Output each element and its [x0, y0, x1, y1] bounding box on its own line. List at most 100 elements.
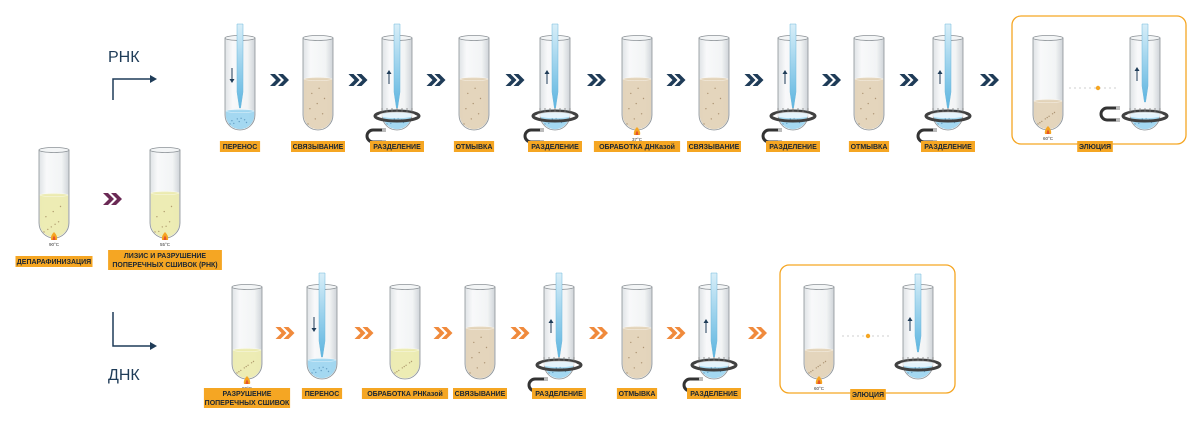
step-label-text: ПЕРЕНОС [305, 391, 340, 398]
tube [38, 147, 70, 239]
tube [149, 147, 181, 239]
magnet-ring [531, 108, 579, 123]
dna-branch-arrow [112, 312, 157, 350]
flame-icon [1044, 126, 1052, 134]
arrow-up-icon [907, 317, 913, 331]
step-label-text: РАЗДЕЛЕНИЕ [690, 391, 738, 398]
magnet-ring [373, 108, 421, 123]
step-label-text: РАЗДЕЛЕНИЕ [373, 144, 421, 151]
step-arrow-icon [822, 74, 841, 86]
tube [302, 35, 334, 131]
step-arrow-icon [433, 327, 453, 339]
step-label-text: ОТМЫВКА [619, 391, 656, 398]
dna-elution-step: 60°C ЭЛЮЦИЯ [803, 273, 942, 400]
step-label: ОТМЫВКА [848, 141, 890, 152]
step-label-text: РАЗДЕЛЕНИЕ [769, 144, 817, 151]
liquid [39, 195, 69, 238]
transfer-dots [1069, 85, 1116, 91]
step-arrow-icon [587, 74, 606, 86]
pipette-icon [386, 23, 401, 109]
step-label: ОБРАБОТКА РНКазой [361, 388, 449, 399]
step-label-text: ДЕПАРАФИНИЗАЦИЯ [17, 259, 91, 266]
tube [458, 35, 490, 131]
temperature-label: 60°C [814, 386, 825, 391]
step-label: РАЗДЕЛЕНИЕ [687, 388, 741, 399]
flame-icon [50, 232, 58, 240]
temperature-label: 55°C [160, 242, 171, 247]
step-label: ОТМЫВКА [453, 141, 495, 152]
step-label: СВЯЗЫВАНИЕ [453, 388, 507, 399]
flame-icon [161, 232, 169, 240]
dna-step-4: СВЯЗЫВАНИЕ [453, 284, 507, 399]
rna-step-7: СВЯЗЫВАНИЕ [687, 35, 741, 152]
step-label-text: ОБРАБОТКА РНКазой [367, 390, 443, 398]
step-label: ОБРАБОТКА ДНКазой [593, 141, 681, 152]
liquid [225, 111, 255, 130]
dna-step-1: 80°CРАЗРУШЕНИЕПОПЕРЕЧНЫХ СШИВОК [203, 284, 291, 408]
step-arrow-icon [510, 327, 530, 339]
dna-step-7: РАЗДЕЛЕНИЕ [682, 272, 741, 399]
liquid [465, 328, 495, 379]
step-label-text: СВЯЗЫВАНИЕ [455, 391, 506, 398]
rna-step-2: СВЯЗЫВАНИЕ [291, 35, 345, 152]
step-label-text: РАЗДЕЛЕНИЕ [535, 391, 583, 398]
tube [1032, 35, 1064, 131]
step-label-text: ЭЛЮЦИЯ [1079, 144, 1111, 151]
pipette-icon [229, 23, 244, 109]
tube [698, 35, 730, 131]
step-label-text: ПЕРЕНОС [223, 144, 258, 151]
rna-step-9: ОТМЫВКА [848, 35, 890, 152]
pipette-icon [907, 273, 922, 353]
step-arrow-icon [354, 327, 374, 339]
tube [231, 284, 263, 380]
rna-branch-arrow [112, 75, 157, 100]
liquid [699, 79, 729, 130]
step-arrow-icon [348, 74, 368, 86]
step-label: РАЗДЕЛЕНИЕ [532, 388, 586, 399]
liquid [622, 328, 652, 379]
step-label-text: ПОПЕРЕЧНЫХ СШИВОК [205, 400, 290, 407]
tube [853, 35, 885, 131]
arrow-down-icon [311, 317, 317, 332]
step-label: РАЗДЕЛЕНИЕ [921, 141, 975, 152]
arrow-up-icon [386, 70, 392, 84]
step-arrow-icon [744, 74, 764, 86]
step-label: ЭЛЮЦИЯ [850, 389, 886, 400]
liquid [307, 360, 337, 379]
pipette-icon [544, 23, 559, 109]
dna-step-3: ОБРАБОТКА РНКазой [361, 284, 449, 399]
pipette-icon [548, 272, 563, 358]
magnet-ring [535, 357, 583, 372]
step-arrow-icon [589, 327, 608, 339]
rna-step-1: ПЕРЕНОС [219, 23, 261, 152]
liquid [459, 79, 489, 130]
step-arrow-icon [275, 327, 295, 339]
rna-step-3: РАЗДЕЛЕНИЕ [365, 23, 424, 152]
step-label-text: РАЗДЕЛЕНИЕ [531, 144, 579, 151]
flame-icon [815, 376, 823, 384]
step-label-text: ОБРАБОТКА ДНКазой [599, 143, 675, 151]
step-label-text: ОТМЫВКА [456, 144, 493, 151]
liquid [303, 79, 333, 130]
step-label-text: ПОПЕРЕЧНЫХ СШИВОК (РНК) [112, 262, 217, 269]
liquid [622, 79, 652, 130]
pipette-icon [1134, 23, 1149, 103]
dna-step-2: ПЕРЕНОС [301, 272, 343, 399]
tube [803, 284, 835, 380]
magnet-ring [769, 108, 817, 123]
tube [621, 35, 653, 131]
liquid [232, 350, 262, 379]
dna-branch-label: ДНК [108, 367, 140, 384]
rna-step-8: РАЗДЕЛЕНИЕ [761, 23, 820, 152]
tube [621, 284, 653, 380]
magnet-ring [690, 357, 738, 372]
magnet-ring [894, 357, 942, 372]
temperature-label: 37°C [632, 137, 643, 142]
step-label-text: РАЗДЕЛЕНИЕ [924, 144, 972, 151]
arrow-up-icon [1134, 67, 1140, 81]
start-arrow-icon [103, 193, 122, 205]
arrow-up-icon [548, 319, 554, 333]
